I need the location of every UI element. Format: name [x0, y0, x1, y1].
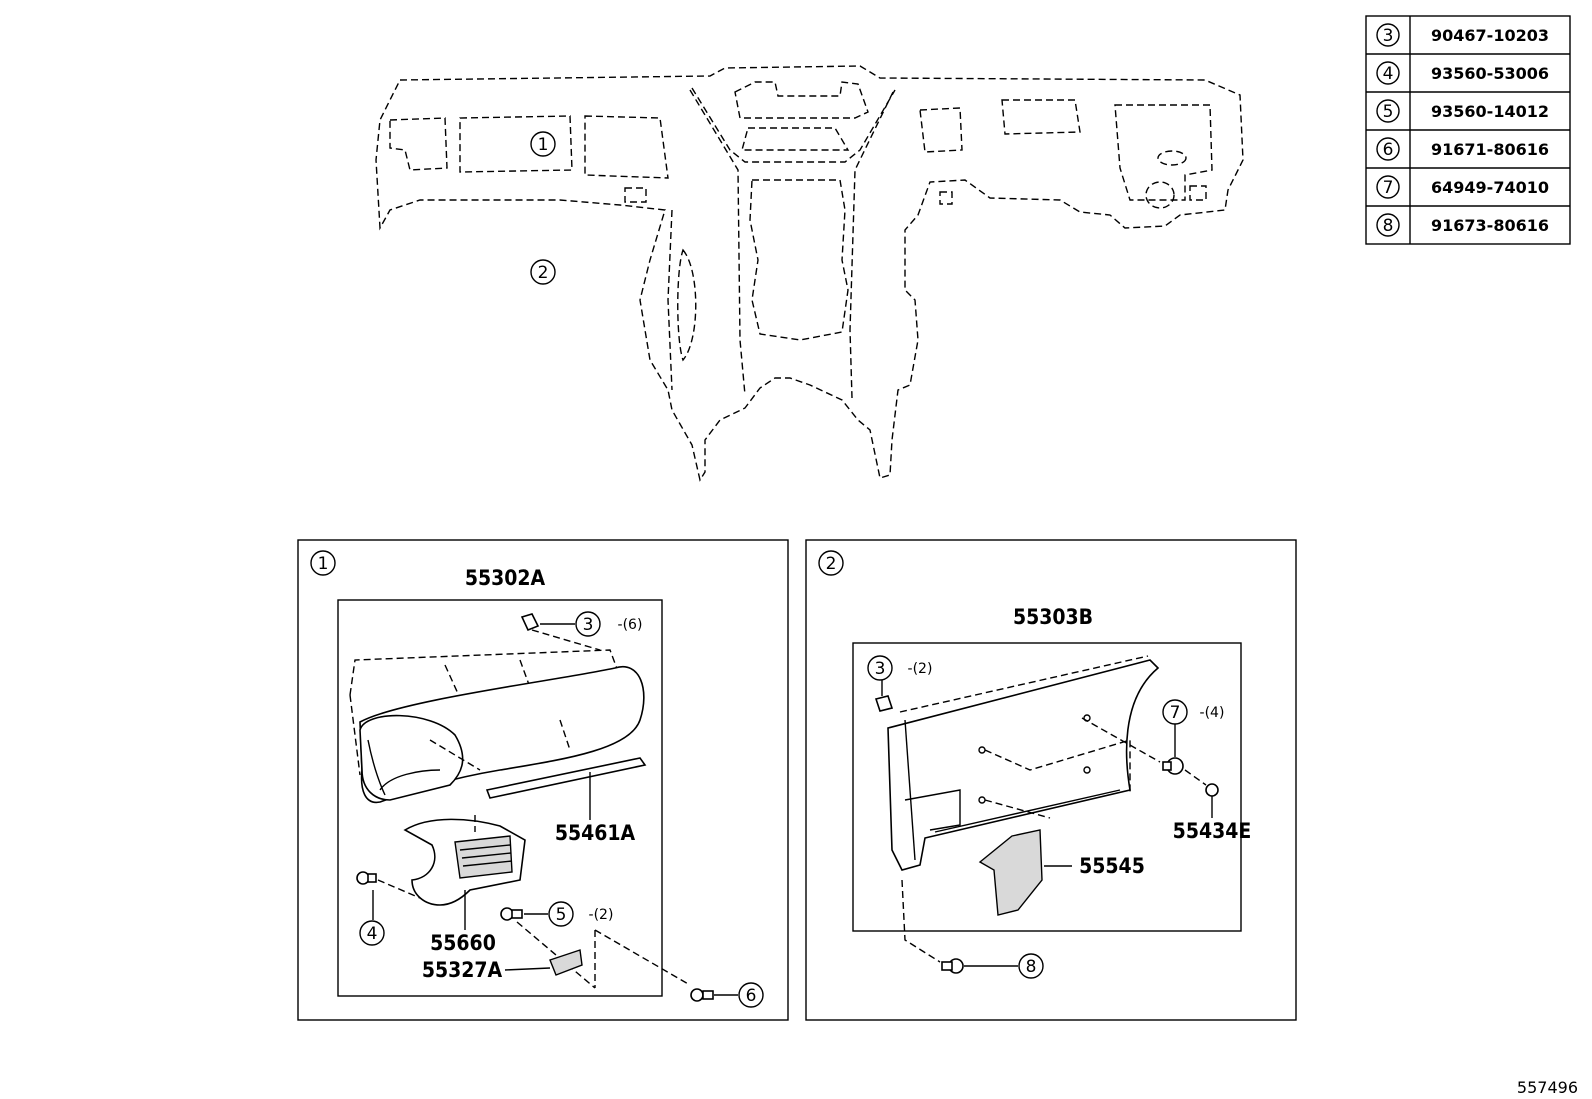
- callout-circle: [530, 259, 556, 285]
- callout-circle: [1162, 699, 1188, 725]
- callout-circle: [738, 982, 764, 1008]
- part-label-55660: 55660: [430, 931, 496, 955]
- illustration-number: 557496: [1517, 1078, 1578, 1097]
- table-row: 5 93560-14012: [1376, 99, 1549, 123]
- panel-index-circle: [818, 550, 844, 576]
- overview-callout-2: 2: [538, 263, 549, 283]
- detail-panel-2: 2 55303B 3 -(2) 7 -(4) 55434E: [805, 539, 1297, 1021]
- part-label-55327A: 55327A: [422, 958, 503, 982]
- table-part-no: 91673-80616: [1431, 216, 1549, 235]
- callout-6: 6: [746, 986, 757, 1006]
- table-row: 8 91673-80616: [1376, 213, 1549, 237]
- table-part-no: 64949-74010: [1431, 178, 1549, 197]
- parts-table: 3 90467-10203 4 93560-53006 5 93560-1401…: [1365, 15, 1571, 245]
- callout-7: 7: [1170, 703, 1181, 723]
- callout-circle: [1376, 175, 1400, 199]
- table-part-no: 91671-80616: [1431, 140, 1549, 159]
- table-row: 4 93560-53006: [1376, 61, 1549, 85]
- callout-circle: [1376, 99, 1400, 123]
- assembly-label: 55302A: [465, 566, 546, 590]
- part-label-55545: 55545: [1079, 854, 1145, 878]
- part-label-55461A: 55461A: [555, 821, 636, 845]
- table-ref: 6: [1383, 140, 1394, 160]
- callout-circle: [1018, 953, 1044, 979]
- callout-circle: [867, 655, 893, 681]
- dashboard-overview: 1 2: [375, 65, 1244, 482]
- table-ref: 5: [1383, 102, 1394, 122]
- assembly-label: 55303B: [1013, 605, 1093, 629]
- callout-circle: [1376, 61, 1400, 85]
- panel-index-circle: [310, 550, 336, 576]
- callout-8: 8: [1026, 957, 1037, 977]
- callout-5: 5: [556, 905, 567, 925]
- callout-circle: [530, 131, 556, 157]
- qty-3: -(6): [618, 617, 643, 633]
- panel-index: 2: [826, 554, 837, 574]
- callout-4: 4: [367, 924, 378, 944]
- part-label-55434E: 55434E: [1173, 819, 1252, 843]
- callout-circle: [575, 611, 601, 637]
- callout-3: 3: [875, 659, 886, 679]
- table-ref: 4: [1383, 64, 1394, 84]
- callout-circle: [548, 901, 574, 927]
- overview-callout-1: 1: [538, 135, 549, 155]
- callout-circle: [1376, 23, 1400, 47]
- table-row: 7 64949-74010: [1376, 175, 1549, 199]
- table-row: 6 91671-80616: [1376, 137, 1549, 161]
- table-ref: 7: [1383, 178, 1394, 198]
- table-ref: 3: [1383, 26, 1394, 46]
- table-ref: 8: [1383, 216, 1394, 236]
- table-part-no: 93560-53006: [1431, 64, 1549, 83]
- qty-3: -(2): [908, 661, 933, 677]
- table-part-no: 93560-14012: [1431, 102, 1549, 121]
- qty-7: -(4): [1200, 705, 1225, 721]
- callout-circle: [359, 920, 385, 946]
- qty-5: -(2): [589, 907, 614, 923]
- detail-panel-1: 1 55302A 55461A 55660 4: [297, 539, 789, 1021]
- callout-circle: [1376, 213, 1400, 237]
- panel-index: 1: [318, 554, 329, 574]
- callout-3: 3: [583, 615, 594, 635]
- table-part-no: 90467-10203: [1431, 26, 1549, 45]
- callout-circle: [1376, 137, 1400, 161]
- table-row: 3 90467-10203: [1376, 23, 1549, 47]
